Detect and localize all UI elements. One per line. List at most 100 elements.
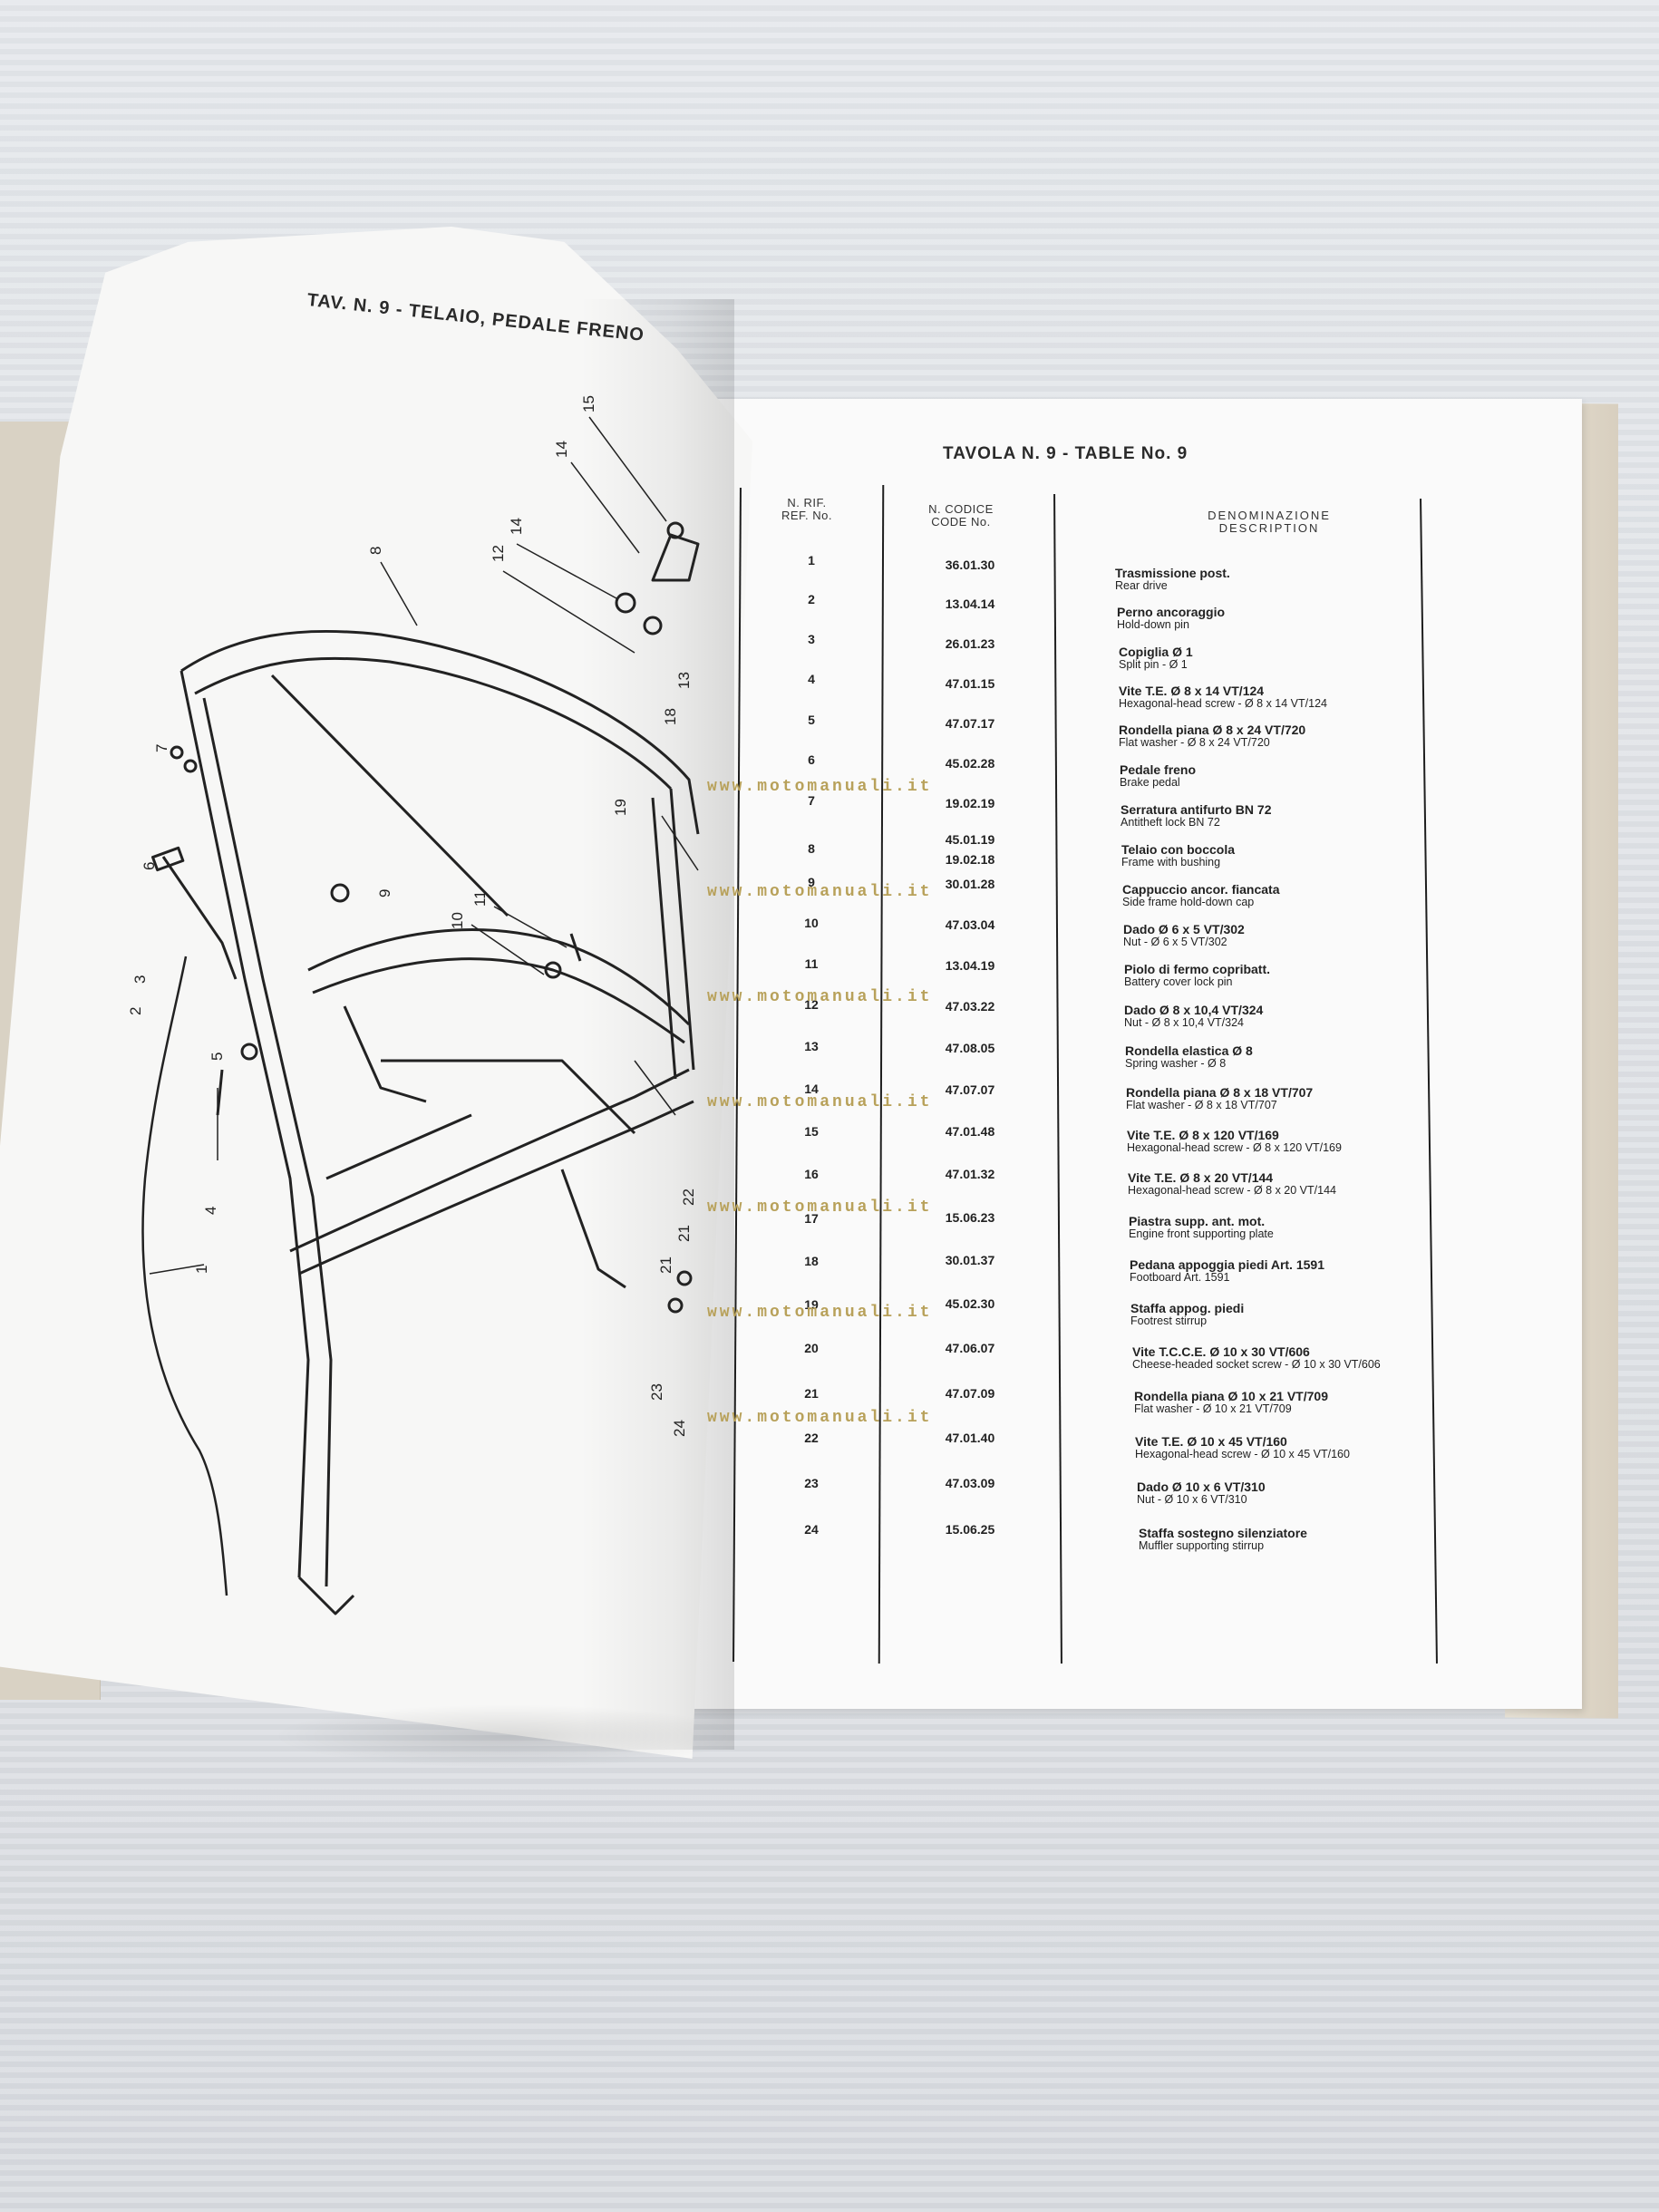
row-1-desc: Trasmissione post.Rear drive [1115, 566, 1230, 592]
row-15-ref: 15 [804, 1124, 819, 1139]
frame-rear-upright [669, 788, 695, 1071]
row-22-code: 47.01.40 [945, 1431, 995, 1445]
frame-cross [343, 1005, 427, 1103]
callout-21: 21 [657, 1256, 674, 1274]
diagram-callouts: 1 2 3 4 5 6 7 8 9 10 11 12 13 14 14 15 1… [127, 395, 697, 1437]
row-16-ref: 16 [804, 1167, 819, 1181]
row-8-ref: 8 [808, 841, 815, 856]
frame-down-tube [179, 670, 310, 1578]
frame-foot-bracket [560, 1169, 626, 1289]
row-6-code: 45.02.28 [945, 756, 995, 771]
header-desc-it: DENOMINAZIONE [1208, 509, 1331, 522]
callout-7: 7 [153, 744, 170, 752]
row-8-code-2: 19.02.18 [945, 852, 995, 867]
row-24-code: 15.06.25 [945, 1522, 995, 1537]
brake-cable [141, 956, 228, 1596]
row-12-ref: 12 [804, 997, 819, 1012]
table-title: TAVOLA N. 9 - TABLE No. 9 [943, 444, 1188, 463]
row-9-ref: 9 [808, 875, 815, 889]
callout-23: 23 [648, 1383, 665, 1401]
callout-3: 3 [131, 975, 149, 984]
right-page [684, 399, 1582, 1709]
watermark-4: www.motomanuali.it [707, 1093, 933, 1111]
callout-22: 22 [680, 1188, 697, 1206]
callout-14: 14 [508, 518, 525, 535]
watermark-1: www.motomanuali.it [707, 778, 933, 796]
frame-lower-rail [289, 1068, 690, 1253]
callout-5: 5 [209, 1053, 226, 1061]
frame-top-tube [180, 629, 700, 835]
row-2-ref: 2 [808, 592, 815, 606]
row-11-desc: Piolo di fermo copribatt.Battery cover l… [1124, 962, 1271, 988]
row-10-ref: 10 [804, 916, 819, 930]
watermark-3: www.motomanuali.it [707, 988, 933, 1006]
row-5-ref: 5 [808, 713, 815, 727]
row-17-desc: Piastra supp. ant. mot.Engine front supp… [1129, 1214, 1274, 1240]
callout-21b: 21 [675, 1225, 693, 1242]
row-13-ref: 13 [804, 1039, 819, 1053]
row-5-code: 47.07.17 [945, 716, 995, 731]
row-9-code: 30.01.28 [945, 877, 995, 891]
row-3-ref: 3 [808, 632, 815, 646]
header-ref: N. RIF. REF. No. [771, 497, 843, 522]
row-20-ref: 20 [804, 1341, 819, 1355]
callout-2: 2 [127, 1007, 144, 1015]
row-20-code: 47.06.07 [945, 1341, 995, 1355]
row-7-ref: 7 [808, 793, 815, 808]
callout-14b: 14 [553, 441, 570, 458]
callout-15: 15 [580, 395, 597, 412]
frame-diagonal-2 [381, 1059, 636, 1135]
row-1-code: 36.01.30 [945, 558, 995, 572]
row-15-code: 47.01.48 [945, 1124, 995, 1139]
row-4-ref: 4 [808, 672, 815, 686]
row-16-code: 47.01.32 [945, 1167, 995, 1181]
watermark-5: www.motomanuali.it [707, 1198, 933, 1217]
row-11-ref: 11 [804, 956, 819, 971]
callout-18: 18 [662, 708, 679, 725]
row-19-ref: 19 [804, 1297, 819, 1312]
callout-19: 19 [612, 799, 629, 816]
row-14-code: 47.07.07 [945, 1082, 995, 1097]
callout-13: 13 [675, 672, 693, 689]
callout-11: 11 [471, 890, 489, 907]
header-ref-it: N. RIF. [787, 496, 827, 509]
callout-10: 10 [449, 912, 466, 929]
row-21-code: 47.07.09 [945, 1386, 995, 1401]
callout-12: 12 [490, 545, 507, 562]
row-17-code: 15.06.23 [945, 1210, 995, 1225]
frame-down-tube-inner [202, 697, 333, 1587]
callout-1: 1 [193, 1266, 210, 1274]
row-11-code: 13.04.19 [945, 958, 995, 973]
header-desc: DENOMINAZIONE DESCRIPTION [1169, 509, 1369, 535]
header-code: N. CODICE CODE No. [916, 503, 1006, 529]
header-ref-en: REF. No. [781, 509, 832, 522]
frame-bottom [297, 1576, 355, 1615]
watermark-2: www.motomanuali.it [707, 883, 933, 901]
frame-top-tube-inner [194, 656, 673, 791]
row-18-ref: 18 [804, 1254, 819, 1268]
brake-pedal [161, 856, 238, 980]
row-10-code: 47.03.04 [945, 917, 995, 932]
row-12-code: 47.03.22 [945, 999, 995, 1014]
watermark-7: www.motomanuali.it [707, 1409, 933, 1427]
callout-24: 24 [671, 1420, 688, 1437]
row-13-code: 47.08.05 [945, 1041, 995, 1055]
callout-6: 6 [141, 862, 158, 870]
